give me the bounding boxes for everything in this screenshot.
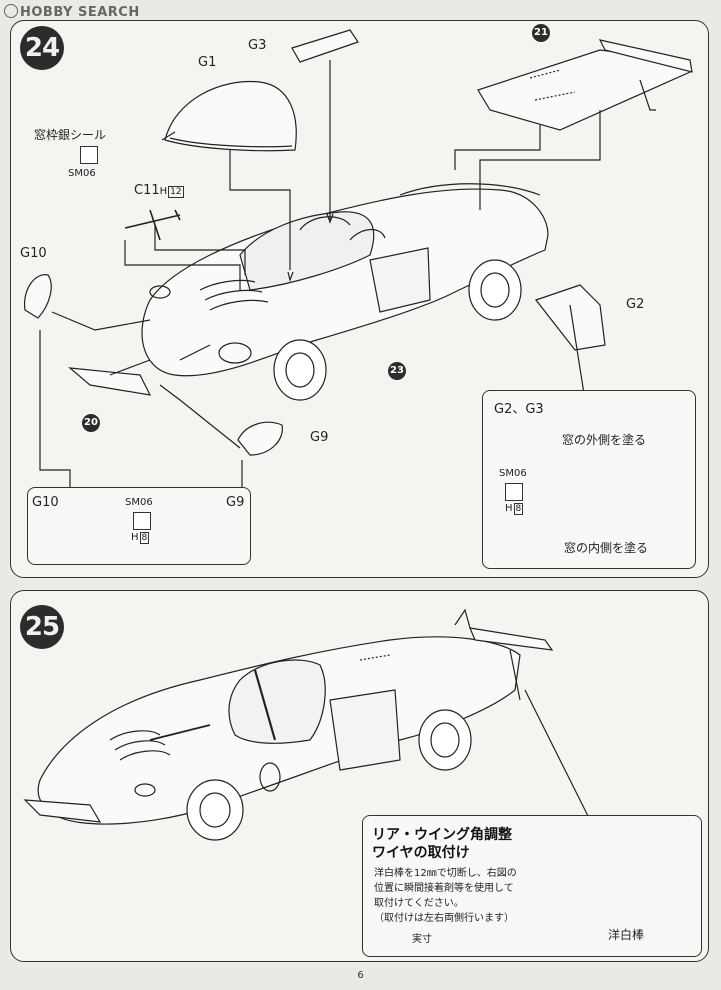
callout-text: 洋白棒を12㎜で切断し、右図の 位置に瞬間接着剤等を使用して 取付けてください。… — [374, 866, 517, 926]
callout-text-line3: 取付けてください。 — [374, 898, 464, 909]
detail-right-sm06-label: SM06 — [499, 468, 527, 479]
watermark: HOBBY SEARCH — [4, 4, 140, 20]
part-label-g10: G10 — [20, 246, 47, 261]
actual-size-label: 実寸 — [412, 934, 432, 945]
step-25-badge: 25 — [20, 605, 64, 649]
ref-21-badge: 21 — [532, 24, 550, 42]
detail-right-sm06-icon — [505, 483, 523, 501]
part-label-g1: G1 — [198, 55, 217, 70]
sm06-seal-icon — [80, 146, 98, 164]
detail-g10-label: G10 — [32, 495, 59, 510]
detail-g2g3-title: G2、G3 — [494, 402, 544, 417]
part-label-g2: G2 — [626, 297, 645, 312]
rod-label: 洋白棒 — [608, 928, 645, 942]
callout-text-line1: 洋白棒を12㎜で切断し、右図の — [374, 868, 517, 879]
paint-outer-label: 窓の外側を塗る — [562, 433, 647, 447]
detail-g9-label: G9 — [226, 495, 245, 510]
detail-sm06-label: SM06 — [125, 497, 153, 508]
page-number: 6 — [357, 970, 364, 981]
rear-wing-wire-callout — [362, 815, 702, 957]
callout-title-line2: ワイヤの取付け — [372, 845, 470, 861]
detail-inset-g2-g3 — [482, 390, 696, 569]
step-24-badge: 24 — [20, 26, 64, 70]
detail-sm06-icon — [133, 512, 151, 530]
paint-inner-label: 窓の内側を塗る — [564, 541, 649, 555]
ref-23-badge: 23 — [388, 362, 406, 380]
watermark-logo-icon — [4, 4, 18, 18]
callout-title-line1: リア・ウイング角調整 — [372, 827, 512, 843]
callout-text-line4: （取付けは左右両側行います） — [374, 913, 514, 924]
sm06-label: SM06 — [68, 168, 96, 179]
ref-20-badge: 20 — [82, 414, 100, 432]
part-label-g3: G3 — [248, 38, 267, 53]
part-label-g9: G9 — [310, 430, 329, 445]
callout-text-line2: 位置に瞬間接着剤等を使用して — [374, 883, 514, 894]
window-frame-seal-label: 窓枠銀シール — [34, 128, 107, 142]
